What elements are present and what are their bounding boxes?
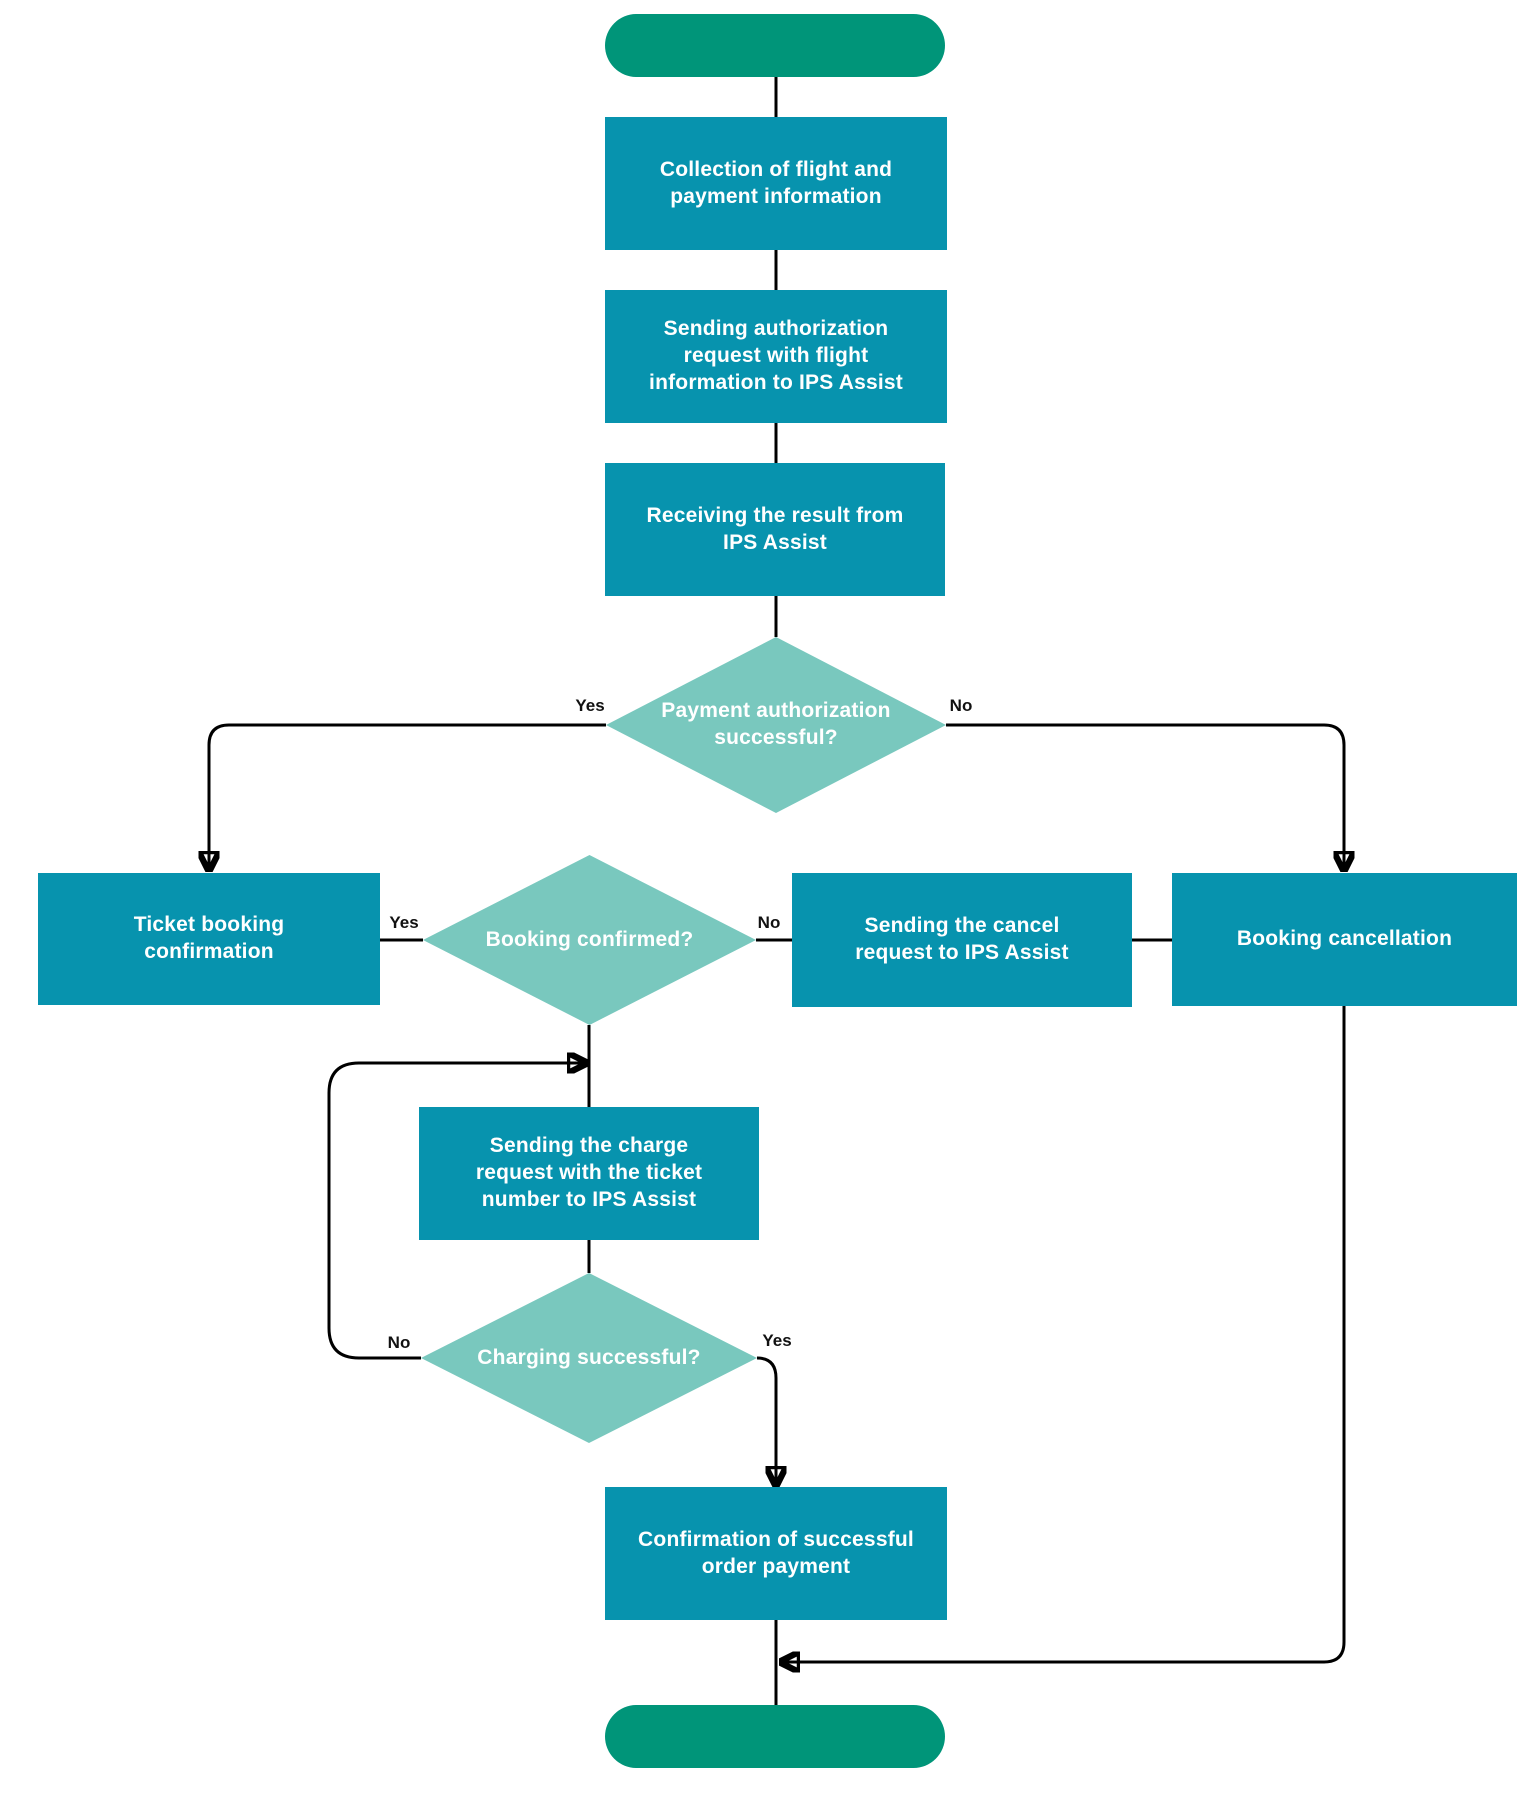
process-receive-result: Receiving the result from IPS Assist bbox=[605, 463, 945, 596]
process-order-confirmation: Confirmation of successful order payment bbox=[605, 1487, 947, 1620]
process-order-confirmation-label: Confirmation of successful order payment bbox=[638, 1527, 914, 1578]
decision-payment-authorization-label: Payment authorization successful? bbox=[661, 699, 891, 749]
process-ticket-confirmation-label: Ticket booking confirmation bbox=[133, 913, 285, 963]
edge-charging-no-loop bbox=[327, 1063, 586, 1360]
process-booking-cancellation: Booking cancellation bbox=[1172, 873, 1517, 1006]
edge-payment-yes-to-ticket bbox=[209, 723, 606, 870]
process-auth-request-label: Sending authorization request with fligh… bbox=[649, 317, 903, 394]
process-charge-request-label: Sending the charge request with the tick… bbox=[475, 1134, 703, 1211]
edge-charging-yes-to-confirmation bbox=[756, 1356, 776, 1485]
terminal-start bbox=[605, 14, 945, 77]
edge-label-charging-yes: Yes bbox=[762, 1331, 792, 1350]
edge-payment-no-to-cancellation bbox=[946, 723, 1344, 870]
edge-label-payment-no: No bbox=[949, 696, 973, 715]
edge-label-payment-yes: Yes bbox=[575, 696, 605, 715]
terminal-end bbox=[605, 1705, 945, 1768]
process-receive-result-label: Receiving the result from IPS Assist bbox=[646, 503, 904, 554]
process-cancel-request: Sending the cancel request to IPS Assist bbox=[792, 873, 1132, 1007]
process-collect-info-label: Collection of flight and payment informa… bbox=[659, 157, 893, 208]
process-collect-info: Collection of flight and payment informa… bbox=[605, 117, 947, 250]
decision-charging-successful-label: Charging successful? bbox=[477, 1345, 701, 1369]
edge-label-booking-no: No bbox=[757, 913, 781, 932]
edge-label-charging-no: No bbox=[387, 1333, 411, 1352]
process-charge-request: Sending the charge request with the tick… bbox=[419, 1107, 759, 1240]
decision-booking-confirmed-label: Booking confirmed? bbox=[485, 927, 694, 951]
process-cancel-request-label: Sending the cancel request to IPS Assist bbox=[855, 914, 1069, 964]
process-booking-cancellation-label: Booking cancellation bbox=[1236, 927, 1453, 951]
edge-cancellation-merge-to-end bbox=[781, 1006, 1346, 1662]
process-auth-request: Sending authorization request with fligh… bbox=[605, 290, 947, 423]
edge-label-booking-yes: Yes bbox=[389, 913, 419, 932]
process-ticket-confirmation: Ticket booking confirmation bbox=[38, 873, 380, 1005]
